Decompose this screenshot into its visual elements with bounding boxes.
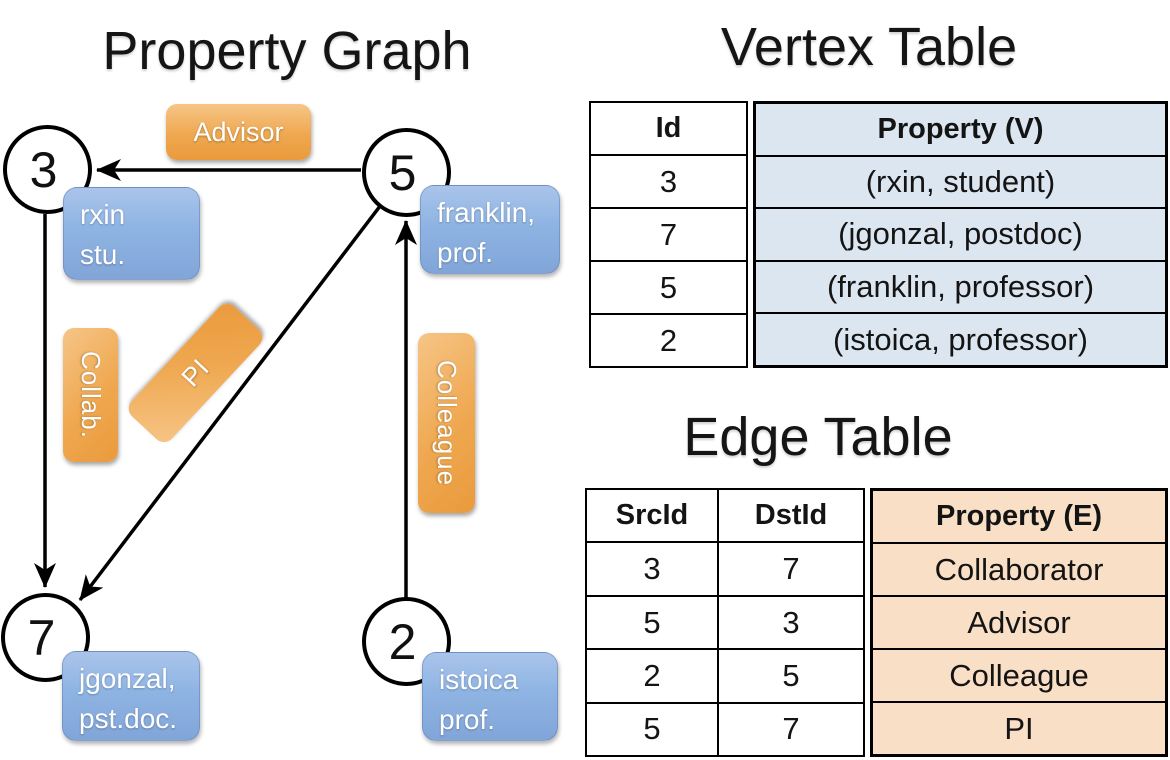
vertex-table-property-cell: (franklin, professor) [756, 259, 1165, 313]
edge-table-src-cell: 5 [643, 604, 661, 640]
vertex-property-box-2: istoica prof. [422, 652, 558, 741]
graph-node-circle-2: 2 [362, 597, 451, 686]
edge-table-property-cell: Collaborator [873, 542, 1165, 595]
property-graph-title: Property Graph [102, 21, 472, 81]
edge-table-srcdst-columns: SrcId DstId 3 7 5 3 2 5 5 7 [585, 488, 865, 757]
edge-table-src-cell: 3 [643, 551, 661, 587]
edge-label-text: Colleague [432, 359, 462, 487]
edge-label-collab: Collab. [63, 328, 118, 462]
edge-table-src-cell: 2 [643, 657, 661, 693]
edge-label-advisor: Advisor [166, 104, 311, 160]
edge-arrow-5-to-7 [78, 170, 408, 602]
edge-table-header-row: SrcId DstId [587, 490, 863, 542]
vertex-property-line: rxin [80, 199, 126, 230]
node-id-label: 2 [388, 613, 417, 670]
vertex-table-title: Vertex Table [720, 17, 1018, 77]
vertex-property-line: istoica [439, 664, 519, 695]
vertex-property-line: stu. [80, 239, 126, 270]
node-id-label: 7 [27, 609, 56, 666]
vertex-property-line: jgonzal, [79, 663, 176, 694]
node-id-label: 5 [388, 144, 417, 201]
edge-table-property-column: Property (E) Collaborator Advisor Collea… [870, 488, 1168, 757]
edge-table-dstid-header: DstId [717, 490, 863, 542]
vertex-table-id-cell: 7 [591, 207, 746, 260]
node-id-label: 3 [29, 141, 58, 198]
vertex-table-id-column: Id 3 7 5 2 [589, 101, 748, 368]
edge-table-property-cell: PI [873, 701, 1165, 754]
vertex-table-property-cell: (rxin, student) [756, 154, 1165, 208]
edge-label-text: PI [175, 352, 216, 393]
vertex-table-id-header: Id [655, 112, 682, 144]
vertex-table-property-header: Property (V) [877, 112, 1044, 145]
vertex-table-property-cell: (jgonzal, postdoc) [756, 207, 1165, 260]
vertex-property-line: prof. [437, 237, 494, 268]
edge-label-colleague: Colleague [418, 333, 475, 513]
edge-table-row: 5 3 [587, 594, 863, 649]
edge-table-title: Edge Table [683, 407, 953, 467]
graph-edges-canvas [34, 159, 417, 640]
vertex-property-line: pst.doc. [79, 703, 178, 734]
edge-table-row: 5 7 [587, 701, 863, 756]
edge-table-dst-cell: 7 [717, 543, 863, 595]
edge-table-dst-cell: 3 [717, 596, 863, 649]
edge-table-src-cell: 5 [643, 711, 661, 747]
vertex-property-box-3: rxin stu. [63, 187, 200, 280]
edge-table-property-header: Property (E) [936, 500, 1102, 532]
vertex-table-id-cell: 3 [591, 154, 746, 207]
vertex-table-id-cell: 2 [591, 313, 746, 366]
graph-node-circle-5: 5 [362, 128, 451, 217]
vertex-property-box-5: franklin, prof. [420, 185, 560, 274]
edge-table-dst-cell: 5 [717, 650, 863, 702]
edge-table-row: 3 7 [587, 541, 863, 595]
edge-table-property-cell: Advisor [873, 595, 1165, 648]
vertex-table-property-column: Property (V) (rxin, student) (jgonzal, p… [753, 101, 1168, 368]
vertex-property-line: prof. [439, 704, 496, 735]
edge-table-srcid-header: SrcId [615, 499, 689, 532]
edge-table-property-cell: Colleague [873, 648, 1165, 701]
vertex-table-property-cell: (istoica, professor) [756, 312, 1165, 365]
vertex-property-line: franklin, [437, 197, 536, 228]
vertex-property-box-7: jgonzal, pst.doc. [62, 651, 200, 741]
edge-label-text: Advisor [193, 116, 284, 147]
edge-table-dst-cell: 7 [717, 703, 863, 756]
edge-table-row: 2 5 [587, 648, 863, 702]
vertex-table-id-cell: 5 [591, 260, 746, 313]
edge-label-text: Collab. [76, 351, 106, 439]
